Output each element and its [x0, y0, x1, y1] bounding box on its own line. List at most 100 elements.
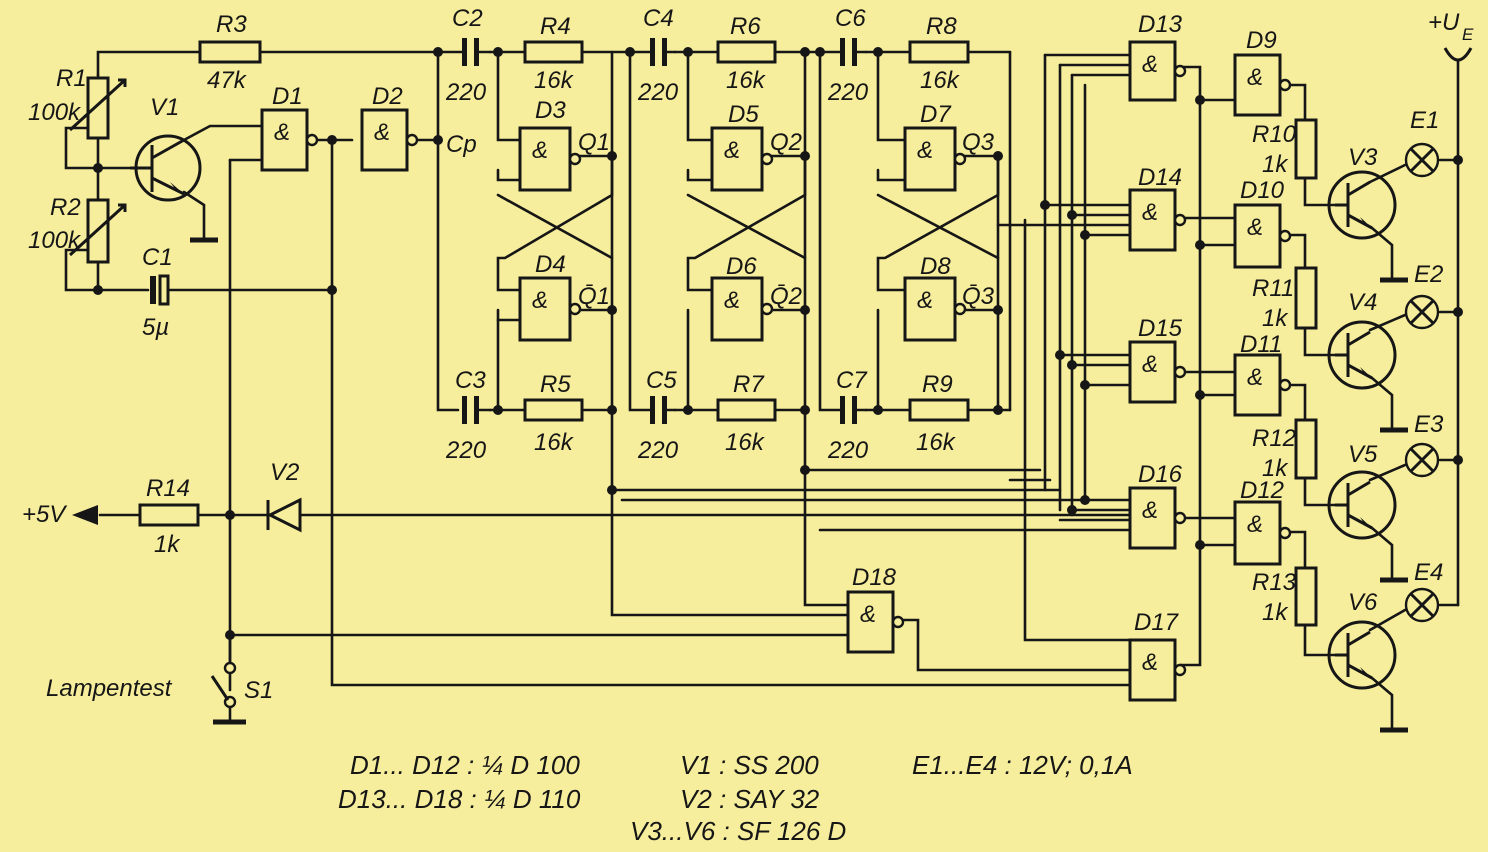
label-d18: D18: [852, 564, 897, 591]
resistor-R8: [908, 40, 970, 64]
lamp-e4: [1404, 587, 1440, 623]
label-v4: V4: [1348, 289, 1377, 316]
nand-symbol: &: [1142, 649, 1158, 676]
note-d13-d18: D13... D18 : ¼ D 110: [338, 784, 581, 814]
label-r12: R12: [1252, 425, 1296, 452]
value-c6: 220: [827, 79, 869, 106]
value-r4: 16k: [534, 67, 575, 94]
value-c1: 5µ: [142, 314, 169, 341]
label-d15: D15: [1138, 315, 1183, 342]
nand-symbol: &: [724, 137, 740, 164]
label-q3-bar: Q̄3: [962, 283, 995, 310]
label-r13: R13: [1252, 569, 1297, 596]
lamps: [1404, 142, 1440, 623]
label-cp: Cp: [446, 131, 477, 158]
ue-terminal: [1443, 47, 1473, 62]
label-ue: +U: [1428, 9, 1460, 36]
nand-gate-d4: &: [518, 276, 582, 342]
transistor-V1: [130, 134, 218, 243]
label-v5: V5: [1348, 441, 1378, 468]
note-v2: V2 : SAY 32: [680, 784, 820, 814]
lamp-e3: [1404, 442, 1440, 478]
label-q3: Q3: [962, 129, 995, 156]
r2-trim-arrow: [68, 203, 127, 257]
resistor-R1: [86, 76, 110, 140]
label-v6: V6: [1348, 589, 1378, 616]
r1-trim-arrow: [68, 78, 127, 132]
capacitor-C6: [840, 38, 868, 66]
inversion-bubble: [1278, 78, 1292, 92]
nand-gate-d1: &: [260, 108, 319, 172]
label-r5: R5: [540, 371, 571, 398]
label-r14: R14: [146, 475, 190, 502]
nand-gate-d6: &: [710, 276, 774, 342]
value-r8: 16k: [920, 67, 961, 94]
label-r3: R3: [216, 11, 247, 38]
note-d1-d12: D1... D12 : ¼ D 100: [350, 750, 580, 780]
label-v2: V2: [270, 459, 299, 486]
transistor-v5: [1327, 470, 1408, 583]
resistor-R13: [1294, 566, 1318, 627]
inversion-bubble: [305, 133, 319, 147]
value-r13: 1k: [1262, 599, 1289, 626]
nand-gate-d17: &: [1128, 638, 1187, 702]
value-r7: 16k: [725, 429, 766, 456]
label-d9: D9: [1246, 27, 1277, 54]
nand-gate-d2: &: [360, 108, 419, 172]
resistor-R5: [523, 398, 584, 422]
label-d7: D7: [920, 101, 952, 128]
nand-symbol: &: [1142, 51, 1158, 78]
nand-symbol: &: [1142, 351, 1158, 378]
nand-symbol: &: [274, 119, 290, 146]
label-c3: C3: [455, 367, 486, 394]
nand-gate-d18: &: [846, 590, 905, 654]
label-v3: V3: [1348, 144, 1378, 171]
label-r1: R1: [56, 65, 87, 92]
label-r4: R4: [540, 13, 571, 40]
label-q1-bar: Q̄1: [578, 283, 610, 310]
label-d12: D12: [1240, 477, 1284, 504]
labels: R3 47k R1 100k R2 100k V1 C1 5µ D1 D2 Cp…: [22, 5, 1474, 704]
resistor-R7: [716, 398, 777, 422]
nand-symbol: &: [532, 137, 548, 164]
nand-symbol: &: [1142, 199, 1158, 226]
label-s1: S1: [244, 677, 273, 704]
transistor-v4: [1327, 320, 1408, 433]
inversion-bubble: [1278, 229, 1292, 243]
label-r11: R11: [1252, 275, 1294, 302]
label-r6: R6: [730, 13, 761, 40]
label-v1: V1: [150, 94, 179, 121]
inversion-bubble: [1173, 365, 1187, 379]
label-d3: D3: [535, 97, 566, 124]
label-d16: D16: [1138, 461, 1183, 488]
wires: [64, 50, 1460, 732]
inversion-bubble: [568, 302, 582, 316]
label-c5: C5: [646, 367, 677, 394]
value-r6: 16k: [726, 67, 767, 94]
inversion-bubble: [1173, 663, 1187, 677]
value-c2: 220: [445, 79, 487, 106]
label-c7: C7: [836, 367, 868, 394]
inversion-bubble: [1173, 213, 1187, 227]
nand-gate-d10: &: [1233, 203, 1292, 269]
output-transistors: [1327, 170, 1408, 733]
label-r7: R7: [733, 371, 765, 398]
label-e3: E3: [1414, 411, 1444, 438]
resistor-R10: [1294, 118, 1318, 180]
nand-gate-d12: &: [1233, 500, 1292, 566]
label-c2: C2: [452, 5, 483, 32]
value-r9: 16k: [916, 429, 957, 456]
inversion-bubble: [1278, 526, 1292, 540]
note-v3-v6: V3...V6 : SF 126 D: [630, 816, 846, 846]
label-d2: D2: [372, 83, 403, 110]
nand-gate-d9: &: [1233, 53, 1292, 117]
value-r10: 1k: [1262, 151, 1289, 178]
label-d17: D17: [1134, 609, 1180, 636]
capacitor-C2: [436, 38, 492, 66]
resistor-R4: [523, 40, 584, 64]
capacitor-C4: [650, 38, 677, 66]
label-d8: D8: [920, 253, 951, 280]
nand-symbol: &: [1142, 497, 1158, 524]
label-d5: D5: [728, 101, 759, 128]
inversion-bubble: [1173, 511, 1187, 525]
